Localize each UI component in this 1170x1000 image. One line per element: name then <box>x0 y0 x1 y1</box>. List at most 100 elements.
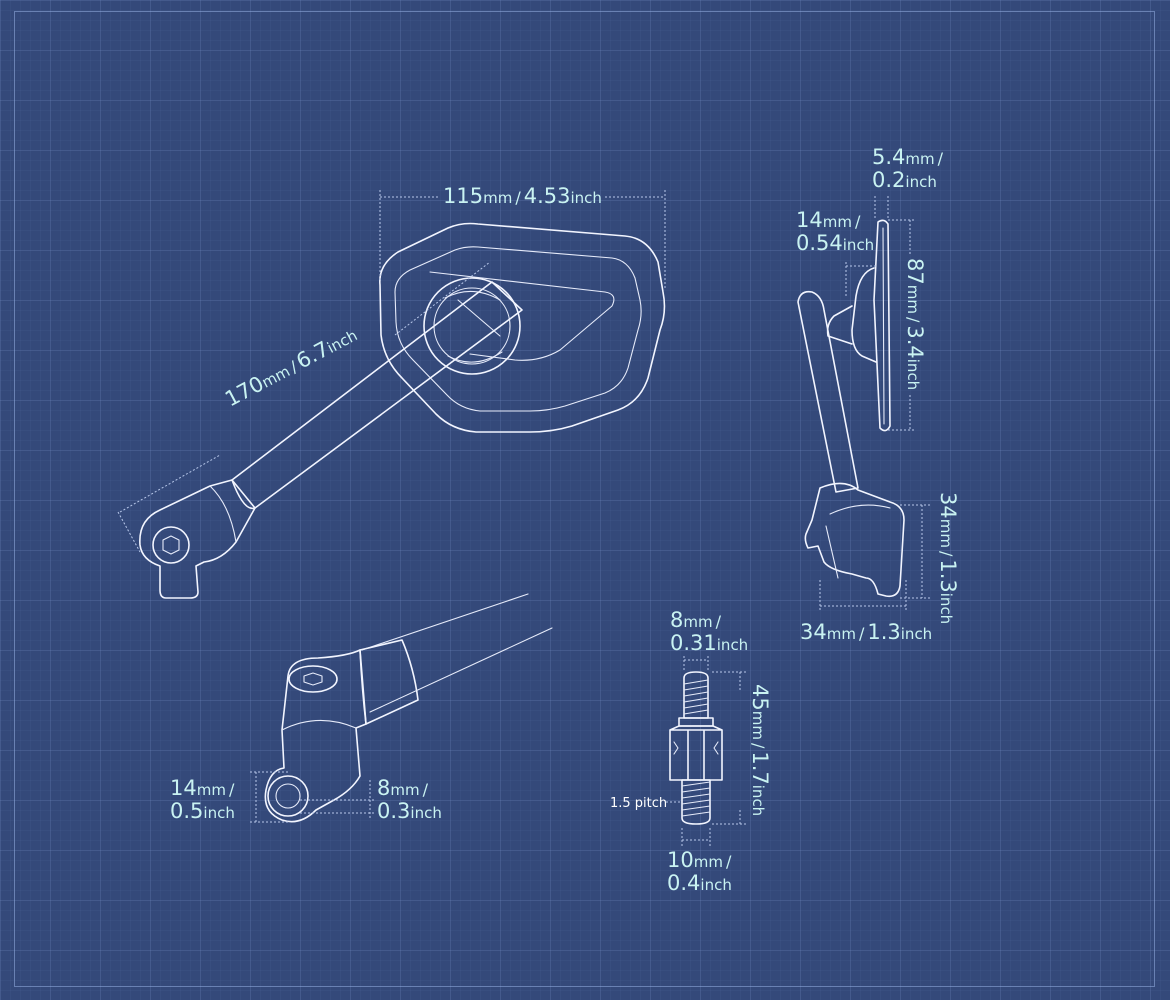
mirror-height-mm: 87 <box>903 258 927 285</box>
ball-joint-outer <box>423 277 521 375</box>
bolt-thread-sep: / <box>725 852 732 871</box>
bolt-thread-mm: 10 <box>667 848 694 872</box>
mount-arm <box>361 593 553 713</box>
mount-bolt-head <box>288 665 338 693</box>
mirror-width-sep: / <box>515 188 521 207</box>
mirror-housing-outline <box>379 222 666 433</box>
bolt-length-inch-unit: inch <box>749 784 767 817</box>
bolt-view <box>666 656 746 846</box>
side-view <box>797 196 930 612</box>
mount-hole-mm-unit: mm <box>196 781 226 799</box>
bolt-diameter-mm: 8 <box>670 608 684 632</box>
mount-body <box>264 649 367 823</box>
mirror-height-sep: / <box>904 316 923 323</box>
side-glass <box>873 219 891 432</box>
pivot-bolt-head <box>152 526 190 564</box>
mount-thickness-inch: 0.3 <box>377 799 411 823</box>
front-view <box>117 190 666 599</box>
bolt-length-label: 45mm / 1.7inch <box>748 684 772 817</box>
collar-ring <box>209 485 237 543</box>
mount-thickness-mm: 8 <box>377 776 391 800</box>
mount-hole-outer <box>267 775 309 817</box>
base-width-mm-unit: mm <box>826 625 856 643</box>
mount-hole-inch-unit: inch <box>203 804 235 822</box>
mirror-width-inch-unit: inch <box>570 189 602 207</box>
mirror-width-label: 115mm/4.53inch <box>443 186 602 207</box>
bolt-diameter-inch: 0.31 <box>670 631 717 655</box>
mirror-height-mm-unit: mm <box>904 284 922 314</box>
glass-thickness-mm-unit: mm <box>905 150 935 168</box>
base-height-label: 34mm / 1.3inch <box>936 492 960 625</box>
mount-neck <box>281 719 357 731</box>
bolt-thread-lines <box>683 679 709 715</box>
glass-thickness-sep: / <box>937 149 944 168</box>
base-height-inch: 1.3 <box>936 559 960 593</box>
mirror-arm <box>231 281 523 509</box>
mirror-height-inch-unit: inch <box>904 358 922 391</box>
nut-chamfer <box>673 741 719 755</box>
base-height-mm-unit: mm <box>937 518 955 548</box>
bolt-upper-thread <box>683 671 709 719</box>
bolt-diameter-label: 8mm/ 0.31inch <box>670 610 748 654</box>
bolt-length-sep: / <box>749 742 768 749</box>
bolt-nut <box>669 725 723 781</box>
mount-hex-socket-icon <box>303 672 323 686</box>
base-width-inch-unit: inch <box>900 625 933 643</box>
base-width-mm: 34 <box>800 620 827 644</box>
glass-thickness-inch-unit: inch <box>905 173 937 191</box>
bolt-length-mm-unit: mm <box>749 710 767 740</box>
mirror-glass-outline <box>394 246 642 412</box>
arm-upper-edge <box>457 299 501 337</box>
mount-hole-sep: / <box>228 780 235 799</box>
mount-thickness-mm-unit: mm <box>390 781 420 799</box>
housing-depth-inch: 0.54 <box>796 231 843 255</box>
mount-thickness-label: 8mm/ 0.3inch <box>377 778 442 822</box>
side-housing-back <box>851 267 877 363</box>
bolt-diameter-sep: / <box>715 612 721 631</box>
glass-thickness-label: 5.4mm/ 0.2inch <box>872 147 946 191</box>
base-width-inch: 1.3 <box>867 620 901 644</box>
base-height-sep: / <box>937 550 956 557</box>
mount-view <box>250 593 553 823</box>
bolt-diameter-inch-unit: inch <box>716 636 749 654</box>
bolt-washer <box>678 717 714 727</box>
side-joint <box>826 305 853 345</box>
mirror-inner-bevel <box>429 271 615 361</box>
base-width-label: 34mm/1.3inch <box>800 622 932 643</box>
bolt-lower-thread-lines <box>681 781 711 817</box>
mount-hole-mm: 14 <box>170 776 197 800</box>
mirror-width-inch: 4.53 <box>523 184 571 208</box>
glass-thickness-mm: 5.4 <box>872 145 906 169</box>
housing-depth-mm: 14 <box>796 208 823 232</box>
base-height-mm: 34 <box>936 492 960 519</box>
side-base-detail <box>825 504 891 579</box>
mount-hole-inner <box>275 783 301 809</box>
side-arm <box>797 290 859 493</box>
base-height-inch-unit: inch <box>937 592 955 625</box>
housing-depth-sep: / <box>854 212 861 231</box>
mirror-height-label: 87mm / 3.4inch <box>903 258 927 391</box>
housing-depth-label: 14mm/ 0.54inch <box>796 210 874 254</box>
mount-collar <box>359 639 419 725</box>
bolt-thread-inch-unit: inch <box>700 876 732 894</box>
glass-thickness-inch: 0.2 <box>872 168 906 192</box>
ball-joint-cap <box>444 290 503 363</box>
mount-hole-label: 14mm/ 0.5inch <box>170 778 237 822</box>
housing-depth-mm-unit: mm <box>822 213 852 231</box>
mirror-height-inch: 3.4 <box>903 325 927 359</box>
bolt-length-mm: 45 <box>748 684 772 711</box>
bolt-diameter-mm-unit: mm <box>683 613 713 631</box>
arm-collar <box>139 479 256 599</box>
mirror-width-mm: 115 <box>443 184 484 208</box>
mount-thickness-inch-unit: inch <box>410 804 442 822</box>
side-glass-edge <box>882 227 885 425</box>
bolt-thread-inch: 0.4 <box>667 871 701 895</box>
bolt-thread-label: 10mm/ 0.4inch <box>667 850 734 894</box>
side-base <box>804 482 905 598</box>
blueprint-border <box>14 11 1155 987</box>
bolt-length-inch: 1.7 <box>748 751 772 785</box>
hex-socket-icon <box>162 535 180 555</box>
pitch-label: 1.5 pitch <box>610 796 668 811</box>
